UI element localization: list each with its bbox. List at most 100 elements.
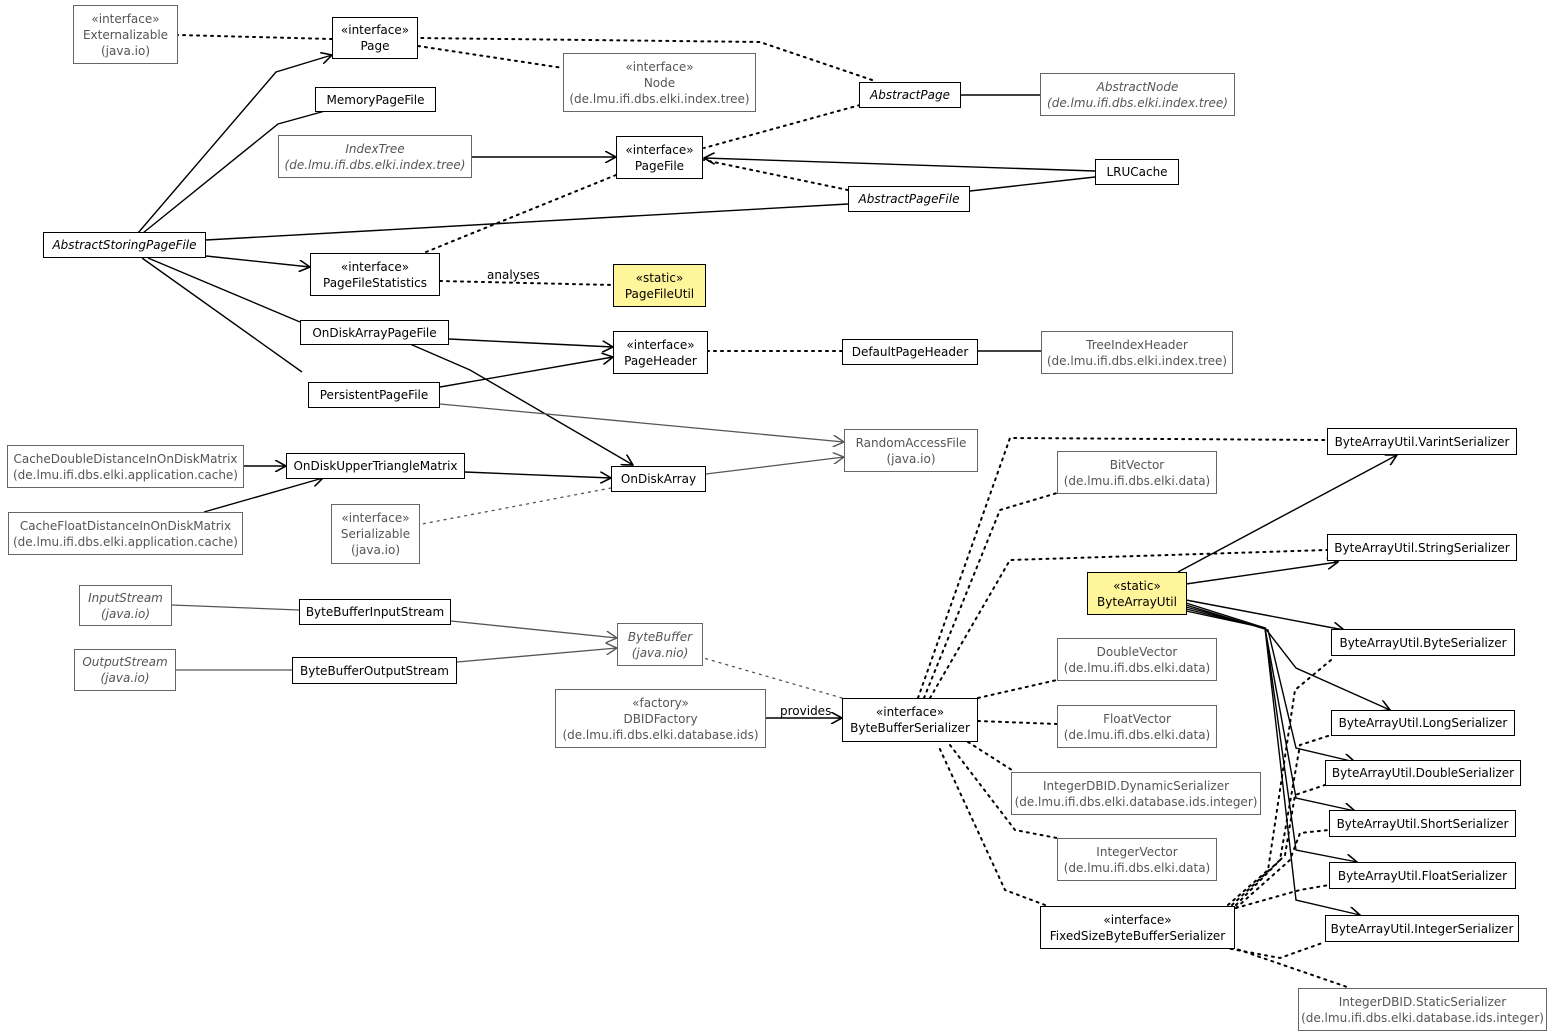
node-name: RandomAccessFile	[855, 435, 967, 450]
node-name: CacheDoubleDistanceInOnDiskMatrix	[13, 451, 238, 466]
node-index-tree[interactable]: IndexTree (de.lmu.ifi.dbs.elki.index.tre…	[278, 135, 472, 178]
node-double-vector[interactable]: DoubleVector (de.lmu.ifi.dbs.elki.data)	[1057, 638, 1217, 681]
node-package: (de.lmu.ifi.dbs.elki.database.ids)	[562, 727, 759, 742]
node-on-disk-array-page-file[interactable]: OnDiskArrayPageFile	[300, 320, 449, 345]
node-name: AbstractPageFile	[858, 192, 960, 206]
edge-inputstream-bbis	[171, 604, 300, 611]
edge-abstractpage-page	[417, 37, 873, 81]
node-name: ByteBuffer	[627, 629, 693, 644]
node-stereotype: «interface»	[875, 705, 945, 719]
node-page-header[interactable]: «interface» PageHeader	[613, 331, 708, 374]
node-default-page-header[interactable]: DefaultPageHeader	[842, 339, 978, 365]
node-name: PageHeader	[624, 353, 697, 368]
node-abstract-node[interactable]: AbstractNode (de.lmu.ifi.dbs.elki.index.…	[1040, 73, 1235, 116]
node-float-vector[interactable]: FloatVector (de.lmu.ifi.dbs.elki.data)	[1057, 705, 1217, 748]
node-input-stream[interactable]: InputStream (java.io)	[79, 585, 172, 626]
node-name: ByteArrayUtil.FloatSerializer	[1337, 868, 1508, 883]
node-byte-buffer-output-stream[interactable]: ByteBufferOutputStream	[292, 657, 457, 684]
node-name: OnDiskUpperTriangleMatrix	[293, 459, 458, 473]
edge-storing-ondiskarraypagefile	[147, 257, 301, 323]
node-cache-double-distance[interactable]: CacheDoubleDistanceInOnDiskMatrix (de.lm…	[7, 445, 244, 488]
edge-bbis-bytebuffer	[450, 620, 617, 638]
node-name: Serializable	[340, 527, 411, 541]
node-page-file-util[interactable]: «static» PageFileUtil	[613, 264, 706, 307]
edge-fixed-doubleserializer	[1235, 784, 1326, 906]
node-dbid-factory[interactable]: «factory» DBIDFactory (de.lmu.ifi.dbs.el…	[555, 689, 766, 748]
node-name: TreeIndexHeader	[1086, 337, 1188, 352]
node-varint-serializer[interactable]: ByteArrayUtil.VarintSerializer	[1327, 428, 1517, 455]
node-name: CacheFloatDistanceInOnDiskMatrix	[19, 518, 232, 533]
node-stereotype: «factory»	[632, 695, 689, 710]
node-page-file-statistics[interactable]: «interface» PageFileStatistics	[310, 253, 440, 296]
edge-fixed-staticserializer	[1224, 944, 1351, 989]
node-name: DBIDFactory	[623, 711, 698, 726]
edge-bau-varint	[1177, 455, 1397, 573]
edge-matrix-ondiskarray	[464, 471, 611, 478]
node-package: (de.lmu.ifi.dbs.elki.index.tree)	[1046, 353, 1228, 368]
node-integer-dbid-dynamic-serializer[interactable]: IntegerDBID.DynamicSerializer (de.lmu.if…	[1011, 772, 1261, 815]
edge-abstractpage-pagefile	[703, 104, 861, 149]
node-double-serializer[interactable]: ByteArrayUtil.DoubleSerializer	[1325, 760, 1521, 786]
node-serializable[interactable]: «interface» Serializable (java.io)	[331, 504, 420, 564]
node-string-serializer[interactable]: ByteArrayUtil.StringSerializer	[1327, 534, 1517, 561]
edge-fixed-longserializer	[1231, 734, 1332, 906]
node-name: PageFileStatistics	[323, 275, 427, 290]
node-integer-vector[interactable]: IntegerVector (de.lmu.ifi.dbs.elki.data)	[1057, 838, 1217, 881]
node-package: (java.io)	[101, 606, 150, 621]
edge-bau-long	[1185, 602, 1390, 710]
edge-lru-abstractpagefile	[969, 176, 1096, 192]
node-bit-vector[interactable]: BitVector (de.lmu.ifi.dbs.elki.data)	[1057, 451, 1217, 494]
edge-persistent-randomaccess	[439, 403, 844, 442]
node-abstract-storing-page-file[interactable]: AbstractStoringPageFile	[43, 232, 206, 258]
edge-storing-statistics	[205, 255, 310, 267]
node-name: DoubleVector	[1096, 644, 1178, 659]
node-name: ByteArrayUtil.DoubleSerializer	[1331, 766, 1515, 780]
node-byte-buffer-serializer[interactable]: «interface» ByteBufferSerializer	[842, 698, 978, 742]
edge-fixed-bbs	[937, 744, 1046, 906]
node-name: InputStream	[88, 590, 163, 605]
node-name: ByteBufferSerializer	[850, 721, 970, 735]
node-name: PageFile	[634, 158, 685, 173]
node-name: LRUCache	[1106, 165, 1168, 179]
node-short-serializer[interactable]: ByteArrayUtil.ShortSerializer	[1329, 810, 1516, 837]
node-package: (java.io)	[886, 451, 936, 466]
node-byte-serializer[interactable]: ByteArrayUtil.ByteSerializer	[1331, 629, 1515, 656]
node-abstract-page[interactable]: AbstractPage	[859, 82, 961, 108]
node-page[interactable]: «interface» Page	[332, 17, 418, 59]
node-byte-buffer[interactable]: ByteBuffer (java.nio)	[617, 623, 703, 666]
node-fixed-size-byte-buffer-serializer[interactable]: «interface» FixedSizeByteBufferSerialize…	[1040, 906, 1235, 949]
node-package: (de.lmu.ifi.dbs.elki.application.cache)	[13, 467, 238, 482]
node-name: MemoryPageFile	[326, 92, 425, 107]
edge-label-provides: provides	[780, 704, 832, 718]
node-name: IndexTree	[345, 141, 405, 156]
node-on-disk-array[interactable]: OnDiskArray	[611, 466, 706, 492]
node-persistent-page-file[interactable]: PersistentPageFile	[308, 382, 440, 408]
node-integer-dbid-static-serializer[interactable]: IntegerDBID.StaticSerializer (de.lmu.ifi…	[1298, 988, 1547, 1031]
node-lru-cache[interactable]: LRUCache	[1095, 159, 1179, 185]
node-name: PageFileUtil	[624, 286, 695, 301]
node-page-file[interactable]: «interface» PageFile	[616, 136, 703, 179]
node-name: PersistentPageFile	[319, 388, 429, 402]
node-cache-float-distance[interactable]: CacheFloatDistanceInOnDiskMatrix (de.lmu…	[8, 512, 243, 555]
node-stereotype: «static»	[1113, 578, 1161, 593]
node-name: ByteArrayUtil.IntegerSerializer	[1330, 921, 1514, 936]
node-abstract-page-file[interactable]: AbstractPageFile	[848, 186, 970, 212]
node-externalizable[interactable]: «interface» Externalizable (java.io)	[73, 5, 178, 64]
node-random-access-file[interactable]: RandomAccessFile (java.io)	[844, 429, 978, 472]
node-memory-page-file[interactable]: MemoryPageFile	[315, 87, 436, 112]
node-package: (de.lmu.ifi.dbs.elki.index.tree)	[284, 157, 466, 172]
node-tree-index-header[interactable]: TreeIndexHeader (de.lmu.ifi.dbs.elki.ind…	[1041, 331, 1233, 374]
node-on-disk-upper-triangle-matrix[interactable]: OnDiskUpperTriangleMatrix	[286, 453, 465, 479]
node-output-stream[interactable]: OutputStream (java.io)	[74, 649, 176, 691]
node-name: DefaultPageHeader	[851, 345, 969, 359]
node-node[interactable]: «interface» Node (de.lmu.ifi.dbs.elki.in…	[563, 53, 756, 112]
node-float-serializer[interactable]: ByteArrayUtil.FloatSerializer	[1329, 862, 1516, 889]
node-byte-buffer-input-stream[interactable]: ByteBufferInputStream	[299, 599, 451, 625]
node-name: Node	[643, 75, 676, 90]
node-long-serializer[interactable]: ByteArrayUtil.LongSerializer	[1331, 710, 1515, 736]
node-byte-array-util[interactable]: «static» ByteArrayUtil	[1087, 572, 1187, 615]
edge-bbs-integervector	[949, 744, 1058, 839]
node-package: (de.lmu.ifi.dbs.elki.data)	[1063, 727, 1211, 742]
node-integer-serializer[interactable]: ByteArrayUtil.IntegerSerializer	[1325, 915, 1519, 942]
